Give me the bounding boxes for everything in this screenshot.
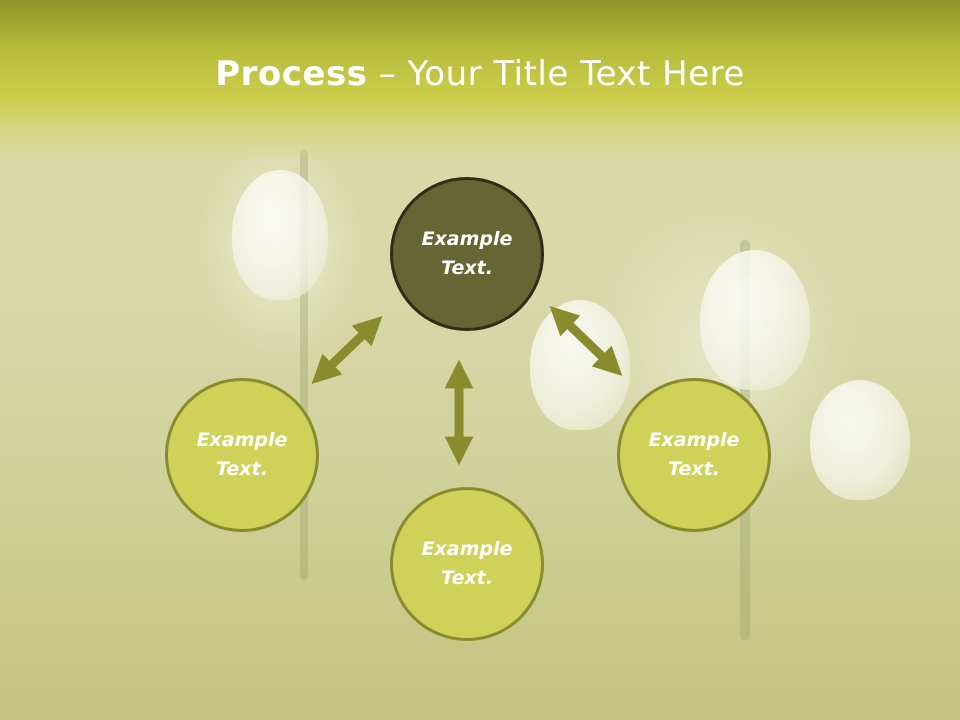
node-label-line1: Example xyxy=(196,429,288,451)
node-label-line2: Text. xyxy=(441,567,493,589)
flower-stem xyxy=(300,150,308,580)
snowdrop-flower xyxy=(232,170,328,300)
node-label-line2: Text. xyxy=(216,458,268,480)
node-label-line2: Text. xyxy=(441,257,493,279)
snowdrop-flower xyxy=(810,380,910,500)
arrow-top-right xyxy=(549,306,623,376)
title-bold: Process xyxy=(215,54,368,94)
node-label-line1: Example xyxy=(421,228,513,250)
arrow-top-left xyxy=(311,316,383,384)
title-rest: – Your Title Text Here xyxy=(367,54,745,94)
title-banner xyxy=(0,0,960,160)
snowdrop-flower xyxy=(700,250,810,390)
node-label-line2: Text. xyxy=(668,458,720,480)
node-label-line1: Example xyxy=(648,429,740,451)
node-label-line1: Example xyxy=(421,538,513,560)
slide-title: Process – Your Title Text Here xyxy=(0,54,960,94)
